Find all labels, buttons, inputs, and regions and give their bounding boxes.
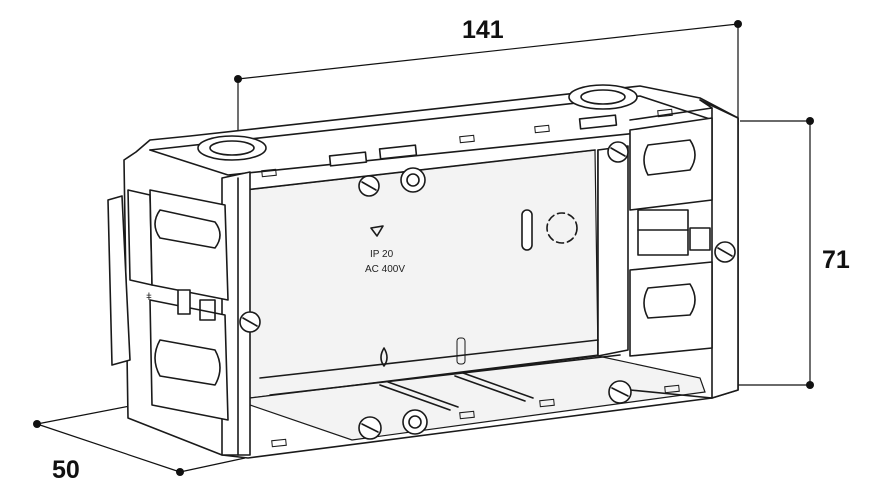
dimension-depth: 50 bbox=[33, 405, 246, 484]
screw-icon bbox=[239, 311, 261, 333]
screw-icon bbox=[402, 409, 428, 435]
screws bbox=[239, 141, 736, 440]
back-wall-features: IP 20 AC 400V bbox=[365, 209, 578, 367]
right-clamps bbox=[629, 117, 713, 357]
screw-icon bbox=[358, 416, 382, 440]
screw-icon bbox=[607, 141, 629, 163]
screw-icon bbox=[400, 167, 426, 193]
height-label: 71 bbox=[822, 246, 850, 274]
dimension-length: 141 bbox=[234, 16, 742, 180]
top-knockout-left bbox=[197, 135, 267, 161]
terminal-symbol: ǂ bbox=[146, 292, 152, 303]
depth-label: 50 bbox=[52, 456, 80, 484]
top-slots bbox=[261, 108, 673, 178]
screw-icon bbox=[714, 241, 736, 263]
screw-icon bbox=[358, 175, 380, 197]
top-knockout-right bbox=[568, 84, 638, 110]
voltage-marking: AC 400V bbox=[365, 264, 405, 275]
length-label: 141 bbox=[462, 16, 504, 44]
screw-icon bbox=[608, 380, 632, 404]
left-clamps: ǂ bbox=[107, 189, 229, 421]
protection-marking: IP 20 bbox=[370, 249, 394, 260]
dimension-height: 71 bbox=[735, 117, 850, 389]
box-body bbox=[123, 85, 739, 459]
floor-rails bbox=[271, 372, 680, 448]
